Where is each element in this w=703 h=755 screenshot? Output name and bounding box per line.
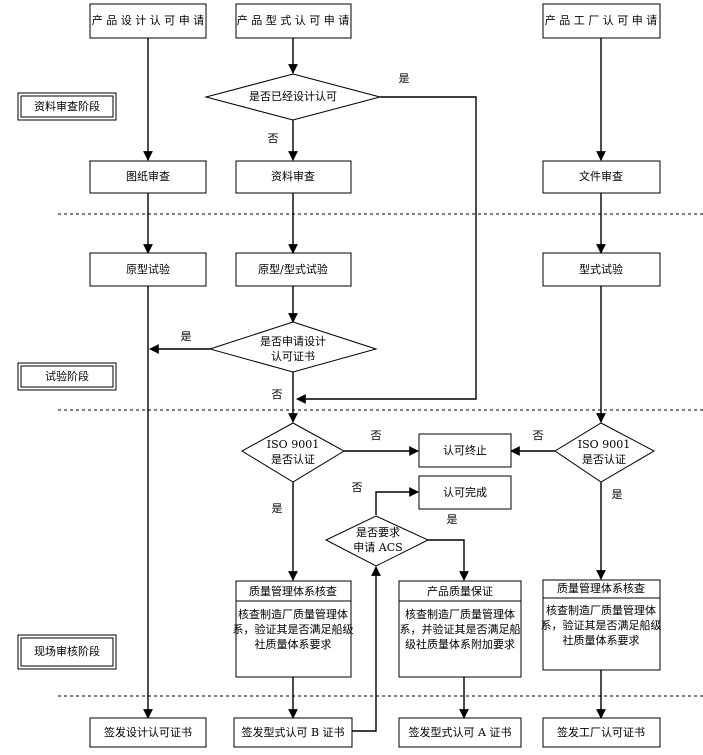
box-recognition-completed: 认可完成 <box>418 475 512 510</box>
box-qms-audit-type-line: 社质量体系要求 <box>255 637 332 651</box>
box-type-test-label: 型式试验 <box>579 262 623 276</box>
arrow-design-approved-yes <box>296 96 477 404</box>
label-iso-right-yes: 是 <box>612 488 623 501</box>
box-product-qa-line: 核查制造厂质量管理体 <box>405 607 515 621</box>
box-qms-audit-type-line: 核查制造厂质量管理体 <box>238 607 348 621</box>
arrow-acs-no <box>375 487 419 515</box>
stage-site-audit: 现场审核阶段 <box>17 634 117 670</box>
box-terminated-label: 认可终止 <box>443 443 487 457</box>
box-factory-certificate-label: 签发工厂认可证书 <box>557 725 645 739</box>
box-type-b-certificate-label: 签发型式认可 B 证书 <box>241 725 344 739</box>
box-qms-audit-factory-line: 系，验证其是否满足船级 <box>541 618 662 632</box>
box-data-review-label: 资料审查 <box>271 169 315 183</box>
box-design-certificate-label: 签发设计认可证书 <box>104 725 192 739</box>
box-prototype-type-test-label: 原型/型式试验 <box>258 262 328 276</box>
decision-acs-line: 是否要求 <box>356 526 400 539</box>
header-factory-label: 产 品 工 厂 认 可 申 请 <box>545 13 657 27</box>
decision-iso-right-line: 是否认证 <box>582 453 626 466</box>
box-completed-label: 认可完成 <box>443 485 487 499</box>
box-qms-audit-type-line: 系，验证其是否满足船级 <box>233 622 354 636</box>
decision-iso-right-line: ISO 9001 <box>578 438 630 451</box>
stage-site-audit-label: 现场审核阶段 <box>34 644 100 658</box>
box-recognition-terminated: 认可终止 <box>418 433 512 468</box>
box-file-review-label: 文件审查 <box>579 169 623 183</box>
header-factory-application: 产 品 工 厂 认 可 申 请 <box>542 3 661 39</box>
label-acs-no: 否 <box>352 481 363 494</box>
label-iso-right-no: 否 <box>533 429 544 442</box>
box-qms-audit-type: 质量管理体系核查 核查制造厂质量管理体 系，验证其是否满足船级 社质量体系要求 <box>233 580 354 678</box>
label-acs-yes: 是 <box>447 513 458 526</box>
box-drawing-review-label: 图纸审查 <box>126 169 170 183</box>
stage-doc-review: 资料审查阶段 <box>17 92 117 121</box>
box-type-b-certificate: 签发型式认可 B 证书 <box>233 717 353 748</box>
stage-test: 试验阶段 <box>17 362 117 391</box>
label-design-approved-no: 否 <box>268 132 279 145</box>
box-type-test: 型式试验 <box>542 252 661 287</box>
header-design-application: 产 品 设 计 认 可 申 请 <box>89 3 207 39</box>
box-qms-audit-factory-line: 核查制造厂质量管理体 <box>546 603 656 617</box>
box-design-certificate: 签发设计认可证书 <box>89 717 207 748</box>
decision-iso-left-line: 是否认证 <box>271 453 315 466</box>
box-data-review: 资料审查 <box>235 160 352 194</box>
stage-doc-review-label: 资料审查阶段 <box>34 99 100 113</box>
box-product-qa-line: 系，并验证其是否满足船 <box>400 622 521 636</box>
label-design-approved-yes: 是 <box>399 72 410 85</box>
decision-apply-design-line: 认可证书 <box>271 350 315 363</box>
decision-design-approved-label: 是否已经设计认可 <box>249 90 337 103</box>
decision-apply-design-line: 是否申请设计 <box>260 335 326 348</box>
decision-iso-left-line: ISO 9001 <box>267 438 319 451</box>
box-qms-audit-factory-line: 社质量体系要求 <box>563 633 640 647</box>
label-apply-no: 否 <box>272 388 283 401</box>
decision-iso-left: ISO 9001 是否认证 <box>241 422 345 483</box>
decision-design-approved: 是否已经设计认可 <box>204 73 382 121</box>
box-prototype-test-label: 原型试验 <box>126 262 170 276</box>
label-apply-yes: 是 <box>181 330 192 343</box>
box-prototype-test: 原型试验 <box>89 252 207 287</box>
decision-acs: 是否要求 申请 ACS <box>324 515 430 567</box>
label-iso-left-no: 否 <box>371 429 382 442</box>
decision-iso-right: ISO 9001 是否认证 <box>554 422 656 483</box>
box-product-qa-line: 级社质量体系附加要求 <box>405 637 515 651</box>
box-qms-audit-factory: 质量管理体系核查 核查制造厂质量管理体 系，验证其是否满足船级 社质量体系要求 <box>541 579 662 671</box>
header-design-label: 产 品 设 计 认 可 申 请 <box>92 13 204 27</box>
header-type-application: 产 品 型 式 认 可 申 请 <box>235 3 352 39</box>
connectors <box>143 38 606 732</box>
box-drawing-review: 图纸审查 <box>89 160 207 194</box>
arrow-acs-yes <box>428 539 469 581</box>
branch-labels: 是 否 是 否 否 否 是 是 否 是 <box>181 72 623 526</box>
box-qms-audit-type-title: 质量管理体系核查 <box>249 584 337 598</box>
box-prototype-type-test: 原型/型式试验 <box>235 252 352 287</box>
decision-apply-design-certificate: 是否申请设计 认可证书 <box>208 321 378 373</box>
box-type-a-certificate-label: 签发型式认可 A 证书 <box>409 725 512 739</box>
box-file-review: 文件审查 <box>542 160 661 194</box>
label-iso-left-yes: 是 <box>272 502 283 515</box>
box-product-qa: 产品质量保证 核查制造厂质量管理体 系，并验证其是否满足船 级社质量体系附加要求 <box>398 580 522 678</box>
stage-test-label: 试验阶段 <box>45 369 89 383</box>
arrow-typeb-to-acs <box>352 566 381 732</box>
box-qms-audit-factory-title: 质量管理体系核查 <box>557 581 645 595</box>
box-product-qa-title: 产品质量保证 <box>427 584 493 598</box>
header-type-label: 产 品 型 式 认 可 申 请 <box>237 13 349 27</box>
decision-acs-line: 申请 ACS <box>353 541 402 554</box>
box-factory-certificate: 签发工厂认可证书 <box>542 717 661 748</box>
box-type-a-certificate: 签发型式认可 A 证书 <box>398 717 522 748</box>
